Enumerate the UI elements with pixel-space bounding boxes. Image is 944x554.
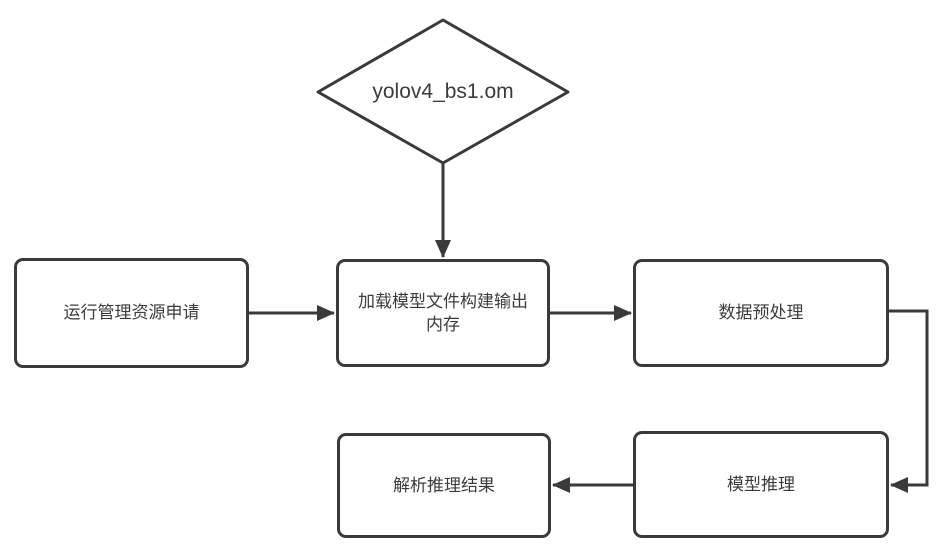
node-runtime: 运行管理资源申请 [14, 258, 249, 368]
node-label: yolov4_bs1.om [372, 80, 514, 103]
connector-preprocess-to-infer [889, 309, 929, 493]
node-label: 模型推理 [727, 474, 795, 494]
node-load: 加载模型文件构建输出内存 [336, 259, 550, 367]
node-infer: 模型推理 [633, 431, 889, 538]
node-model-file: yolov4_bs1.om [316, 20, 570, 164]
node-label: 解析推理结果 [393, 475, 495, 495]
node-label: 运行管理资源申请 [63, 303, 200, 323]
node-label: 数据预处理 [718, 303, 804, 323]
node-parse: 解析推理结果 [337, 433, 551, 538]
node-preprocess: 数据预处理 [633, 259, 889, 367]
node-label: 加载模型文件构建输出内存 [358, 291, 528, 334]
